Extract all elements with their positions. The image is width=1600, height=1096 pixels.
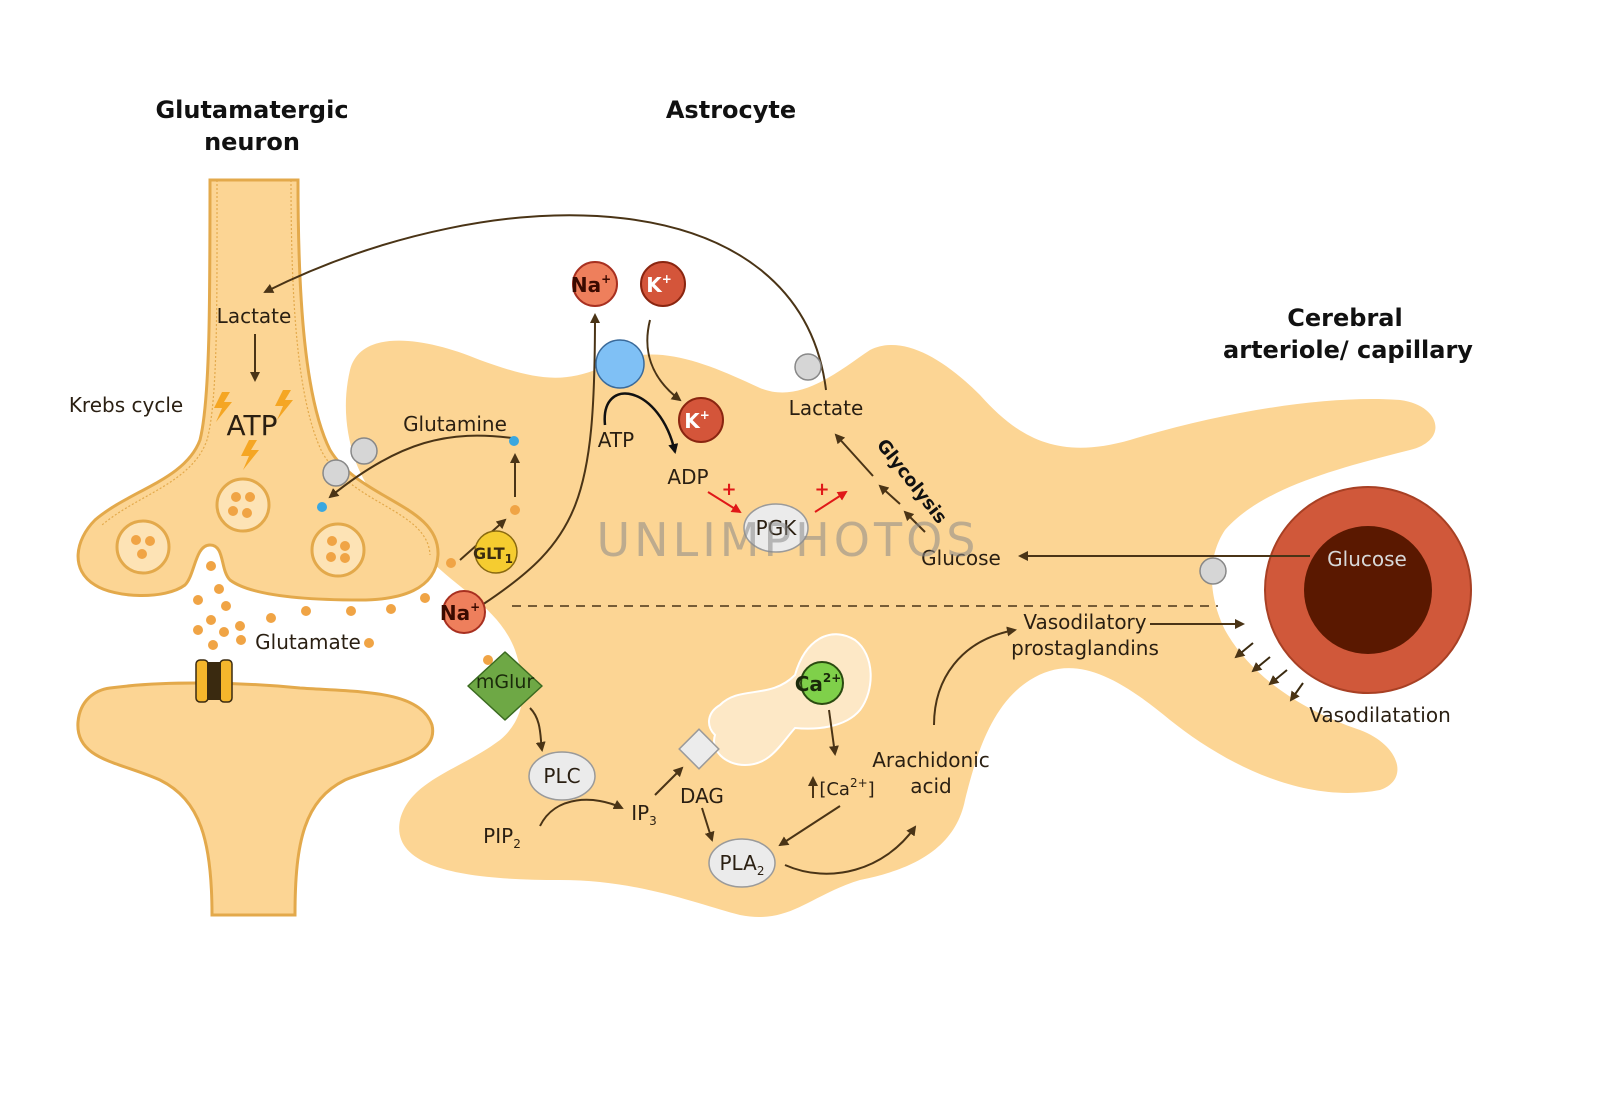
k-in-arrow <box>646 319 682 402</box>
synaptic-vesicle <box>215 477 271 533</box>
glycolysis-arrow-2 <box>878 484 901 505</box>
svg-text:K+: K+ <box>684 408 710 433</box>
lactate-transporter-neuron <box>350 437 378 465</box>
prostaglandins-label-line1: Vasodilatory <box>1023 610 1146 634</box>
svg-text:PLC: PLC <box>543 764 580 788</box>
arachidonic-to-prostaglandin-arrow <box>933 626 1017 726</box>
svg-text:GLT1: GLT1 <box>473 544 513 566</box>
svg-text:Na+: Na+ <box>571 272 611 297</box>
astrocyte-title: Astrocyte <box>666 96 796 124</box>
astrocyte-atp-label: ATP <box>598 428 634 452</box>
glycolysis-arrow-3 <box>834 433 874 477</box>
arachidonic-label-line2: acid <box>910 774 952 798</box>
red-plus-right: + <box>814 479 829 500</box>
calcium-ion-store: Ca2+ <box>795 661 844 705</box>
astrocyte-body <box>345 340 1436 917</box>
glutamine-label: Glutamine <box>403 412 507 436</box>
glutamine-transporter <box>322 459 350 487</box>
neuron-title-line1: Glutamatergic <box>155 96 348 124</box>
na-ion-membrane: Na+ <box>440 590 486 634</box>
glt1-transporter: GLT1 <box>473 530 518 574</box>
svg-text:PGK: PGK <box>756 516 798 540</box>
dag-to-pla2-arrow <box>701 807 715 842</box>
presynaptic-neuron <box>76 178 440 602</box>
glutamine-dot-astrocyte <box>509 436 519 446</box>
red-plus-left: + <box>721 479 736 500</box>
neuron-title-line2: neuron <box>204 128 300 156</box>
svg-text:PLA2: PLA2 <box>720 851 765 878</box>
svg-text:K+: K+ <box>646 272 672 297</box>
k-ion-inside: K+ <box>678 397 724 443</box>
synaptic-vesicle <box>115 519 171 575</box>
ca-to-pla2-arrow <box>778 805 841 847</box>
svg-text:mGlur: mGlur <box>476 671 535 693</box>
pgk-enzyme: PGK <box>743 503 809 553</box>
mglur-receptor: mGlur <box>467 651 543 721</box>
ca-release-arrow <box>828 709 839 756</box>
ip3-label: IP3 <box>631 801 657 828</box>
ip3-to-er-arrow <box>654 766 684 796</box>
pip2-to-ip3-arrow <box>539 798 624 827</box>
k-ion-top: K+ <box>640 261 686 307</box>
na-k-atpase-pump <box>595 339 645 389</box>
mglur-to-plc-arrow <box>529 707 546 752</box>
glycolysis-arrow-1 <box>903 510 926 533</box>
arachidonic-label-line1: Arachidonic <box>872 748 990 772</box>
glutamate-label: Glutamate <box>255 630 361 654</box>
ip3-receptor <box>678 728 720 770</box>
svg-text:Na+: Na+ <box>440 600 480 625</box>
atp-to-adp-arrow <box>603 392 679 454</box>
vasodilatation-label: Vasodilatation <box>1309 703 1451 727</box>
na-up-arrow <box>481 313 600 606</box>
adp-activation-arrow <box>707 491 742 514</box>
glucose-transporter <box>1199 557 1227 585</box>
astrocyte-glucose-label: Glucose <box>921 546 1001 570</box>
lightning-icon <box>214 390 293 470</box>
adp-label: ADP <box>667 465 708 489</box>
vessel-lumen <box>1304 526 1432 654</box>
krebs-cycle-label: Krebs cycle <box>69 393 183 417</box>
glutamine-dot-neuron <box>317 502 327 512</box>
glutamate-receptor-channel <box>195 659 233 703</box>
pla2-enzyme: PLA2 <box>708 838 776 888</box>
vessel-title-line1: Cerebral <box>1287 304 1402 332</box>
plc-enzyme: PLC <box>528 751 596 801</box>
vessel-title-line2: arteriole/ capillary <box>1223 336 1473 364</box>
pla2-to-arachidonic-arrow <box>784 825 917 875</box>
synaptic-vesicle <box>310 522 366 578</box>
postsynaptic-neuron <box>76 681 435 917</box>
neuron-lactate-label: Lactate <box>217 304 292 328</box>
calcium-concentration-label: [Ca2+] <box>819 776 874 800</box>
astrocyte-lactate-label: Lactate <box>789 396 864 420</box>
na-ion-top: Na+ <box>571 261 618 307</box>
glutamine-arrow <box>328 434 513 499</box>
watermark: UNLIMPHOTOS <box>596 513 979 567</box>
lactate-transporter-astrocyte <box>794 353 822 381</box>
dag-label: DAG <box>680 784 724 808</box>
neuron-atp-label: ATP <box>227 409 278 442</box>
glutamate-dots <box>193 505 520 665</box>
svg-text:Ca2+: Ca2+ <box>795 671 842 696</box>
lactate-shuttle-arrow <box>263 214 827 391</box>
vasodilatation-arrows <box>1234 642 1304 702</box>
pgk-activation-arrow <box>814 490 848 513</box>
prostaglandins-label-line2: prostaglandins <box>1011 636 1159 660</box>
pip2-label: PIP2 <box>483 824 521 851</box>
vessel-glucose-label: Glucose <box>1327 547 1407 571</box>
